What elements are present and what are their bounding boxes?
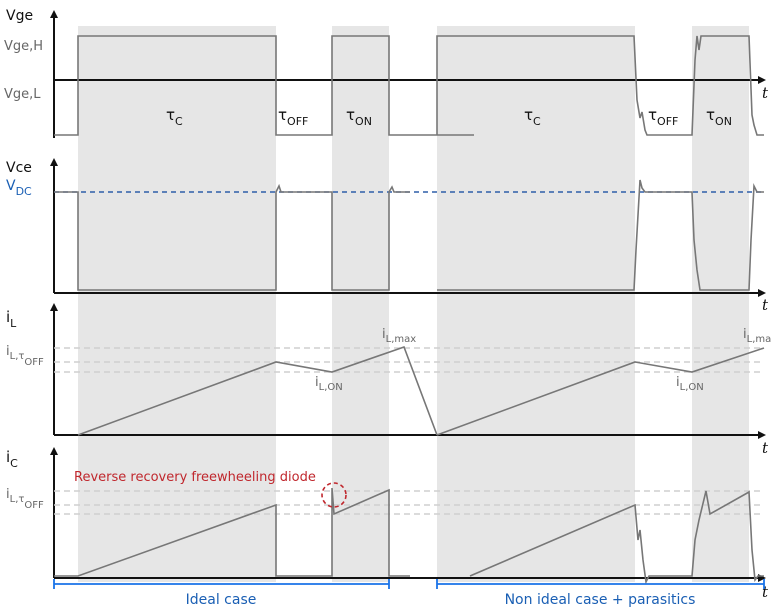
il-time-axis-label: t xyxy=(762,439,769,457)
shade-band-tau-on-nonideal xyxy=(692,26,749,582)
reverse-recovery-highlight-circle xyxy=(321,482,347,508)
nonideal-case-label: Non ideal case + parasitics xyxy=(505,592,696,608)
ic-waveform-ideal xyxy=(54,487,410,577)
il-y-label: iL xyxy=(6,308,17,330)
vge-time-axis-label: t xyxy=(762,84,769,102)
vge-interval-label-tau-c-2: τC xyxy=(524,106,541,128)
ic-waveform-nonideal xyxy=(469,490,764,585)
ideal-case-label: Ideal case xyxy=(186,592,257,608)
panel-ic: iC iL,τOFF t Reverse recovery freewheeli… xyxy=(6,447,769,601)
vce-waveform-ideal xyxy=(54,183,410,291)
vge-interval-label-tau-c-1: τC xyxy=(166,106,183,128)
il-on-label-nonideal: iL,ON xyxy=(676,375,704,393)
shade-band-tau-c-ideal xyxy=(78,26,276,582)
il-on-label-ideal: iL,ON xyxy=(315,375,343,393)
vce-y-label: Vce xyxy=(6,160,32,176)
case-brackets: Ideal case Non ideal case + parasitics xyxy=(53,579,765,608)
shade-bands xyxy=(78,26,749,582)
shade-band-tau-c-nonideal xyxy=(437,26,635,582)
vge-low-level-label: Vge,L xyxy=(4,87,41,102)
reverse-recovery-annotation: Reverse recovery freewheeling diode xyxy=(74,470,316,485)
vge-interval-label-tau-off-2: τOFF xyxy=(648,106,678,128)
shade-band-tau-on-ideal xyxy=(332,26,389,582)
panel-vge: Vge Vge,H Vge,L t τC τOFF τON τC τOFF τO… xyxy=(4,8,769,138)
panel-il: iL iL,τOFF t iL,max iL,ON iL,ma iL,ON xyxy=(6,303,771,457)
il-tau-off-level-label: iL,τOFF xyxy=(6,344,44,368)
ic-time-axis-label: t xyxy=(762,583,769,601)
vge-waveform-ideal xyxy=(54,35,474,136)
il-max-label-nonideal: iL,ma xyxy=(743,327,771,345)
vge-interval-label-tau-off-1: τOFF xyxy=(278,106,308,128)
vge-interval-label-tau-on-2: τON xyxy=(706,106,732,128)
vce-vdc-label: VDC xyxy=(6,178,32,198)
il-waveform-ideal xyxy=(77,345,438,436)
vge-interval-label-tau-on-1: τON xyxy=(346,106,372,128)
vge-y-label: Vge xyxy=(6,8,33,24)
ic-y-label: iC xyxy=(6,448,18,470)
vce-waveform-nonideal xyxy=(437,179,764,291)
vge-waveform-nonideal xyxy=(436,35,764,136)
il-max-label-ideal: iL,max xyxy=(382,327,416,345)
vce-time-axis-label: t xyxy=(762,296,769,314)
ic-tau-off-level-label: iL,τOFF xyxy=(6,487,44,511)
panel-vce: Vce VDC t xyxy=(6,158,769,314)
il-waveform-nonideal xyxy=(436,347,765,436)
vge-high-level-label: Vge,H xyxy=(4,39,43,54)
